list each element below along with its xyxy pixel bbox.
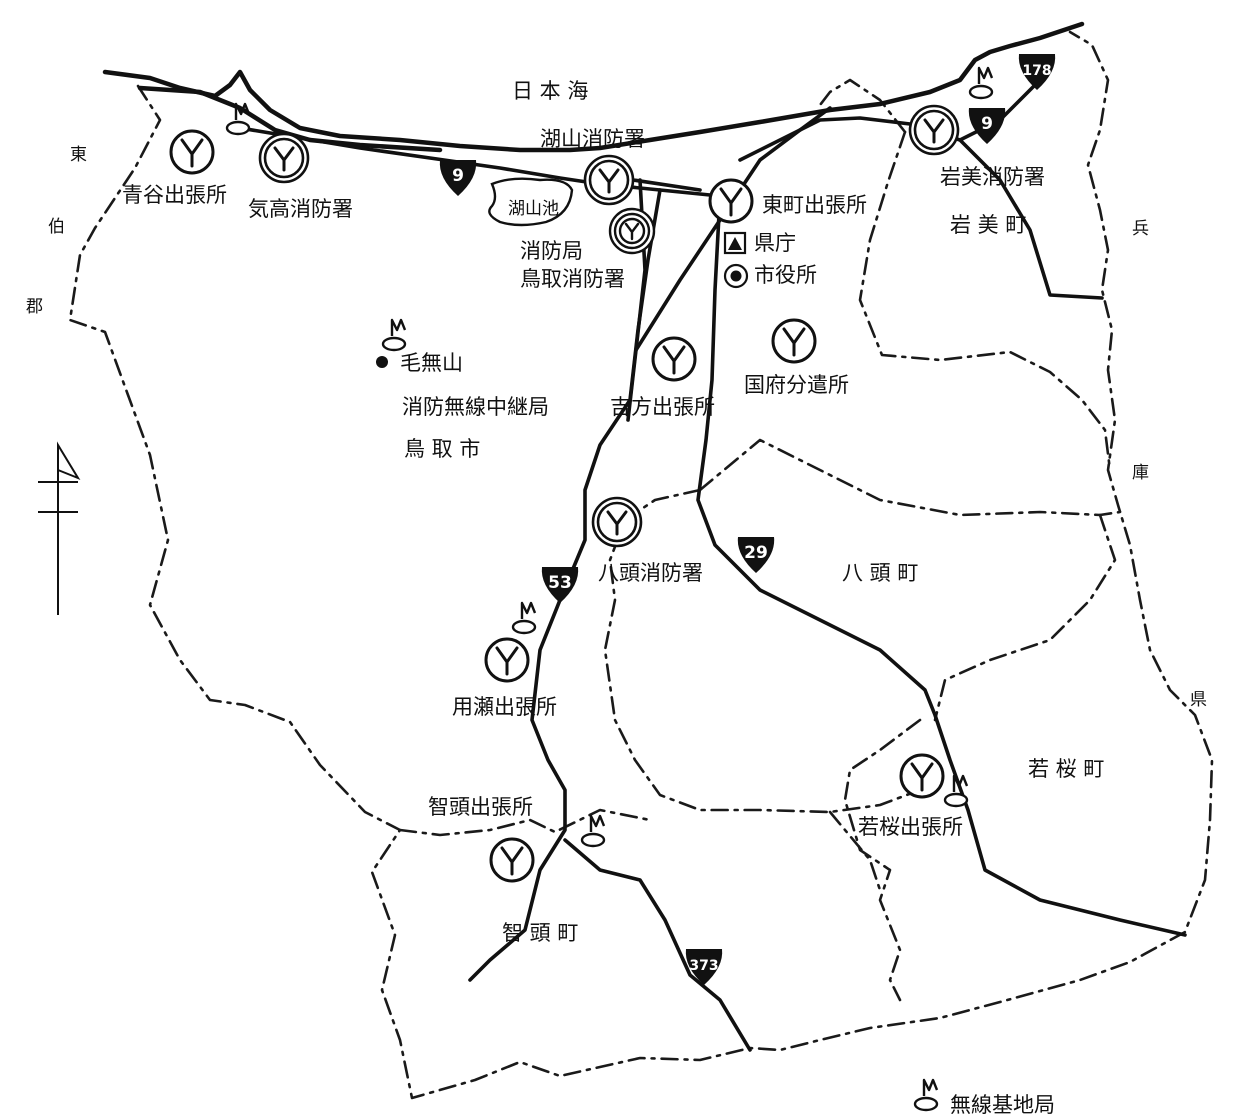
outer-boundary [68,30,1214,1100]
legend-base-station-label: 無線基地局 [950,1093,1055,1117]
route-178-shield: 178 [1018,54,1056,90]
svg-text:9: 9 [981,114,993,134]
iwami-town-label: 岩 美 町 [950,213,1026,237]
aoya-station-icon[interactable] [169,129,215,175]
coastline-segment [137,85,443,153]
kokufu-station-label: 国府分遣所 [744,373,849,397]
ketaka-station-label: 気高消防署 [248,197,353,221]
hq-label-line1: 消防局 [520,239,583,263]
svg-text:178: 178 [1022,63,1051,79]
diagonal-road [634,106,832,352]
radio-base-station-icon [381,318,407,352]
kenaashi-mountain-label: 毛無山 [400,351,463,375]
hq-label-line2: 鳥取消防署 [520,267,625,291]
iwami-station-icon[interactable] [908,104,960,156]
yazu-wakasa-boundary [933,513,1117,722]
triangle-in-square-icon [723,231,747,255]
route-29-shield: 29 [737,537,775,573]
yazu-station-label: 八頭消防署 [598,561,703,585]
route-9-shield: 9 [439,160,477,196]
iwami-yazu-boundary [858,130,1112,472]
mochigase-station-icon[interactable] [484,637,530,683]
route-373-shield: 373 [685,949,723,985]
tohaku-label-1: 東 [70,145,87,165]
koyama-station-label: 湖山消防署 [540,127,645,151]
prefecture-office-label: 県庁 [754,231,796,255]
city-office-label: 市役所 [754,263,817,287]
iwami-station-label: 岩美消防署 [940,165,1045,189]
svg-text:9: 9 [452,166,464,186]
radio-base-station-icon [580,814,606,848]
mochigase-station-label: 用瀬出張所 [452,695,557,719]
wakasa-station-icon[interactable] [899,753,945,799]
higashimachi-station-label: 東町出張所 [762,193,867,217]
tohaku-label-3: 郡 [26,297,43,317]
hyogo-label-1: 兵 [1132,219,1149,239]
chizu-station-icon[interactable] [489,837,535,883]
iwami-coast-boundary [818,78,907,134]
route-53-shield: 53 [541,567,579,603]
yazu-town-label: 八 頭 町 [842,561,918,585]
radio-base-station-icon [968,66,994,100]
city-label: 鳥 取 市 [404,437,480,461]
svg-text:29: 29 [744,543,768,563]
relay-station-label: 消防無線中継局 [402,395,549,419]
koyama-lake [488,177,574,227]
svg-text:373: 373 [689,958,718,974]
coastline [102,21,1085,153]
tohaku-label-2: 伯 [48,217,65,237]
route-9-shield: 9 [968,108,1006,144]
kokufu-station-icon[interactable] [771,318,817,364]
legend-radio-base-station-icon [913,1078,939,1112]
hyogo-label-2: 庫 [1132,463,1149,483]
yoshikata-station-icon[interactable] [651,336,697,382]
chizu-station-label: 智頭出張所 [428,795,533,819]
svg-text:53: 53 [548,573,572,593]
yoshikata-station-label: 吉方出張所 [610,395,715,419]
hyogo-label-3: 県 [1190,690,1207,710]
yazu-station-icon[interactable] [591,496,643,548]
radio-base-station-icon [943,774,969,808]
yazu-north-boundary [698,438,1122,517]
north-arrow-icon [38,441,81,615]
hq-station-icon[interactable] [608,207,656,255]
wakasa-town-label: 若 桜 町 [1028,757,1104,781]
ketaka-station-icon[interactable] [258,132,310,184]
higashimachi-station-icon[interactable] [708,178,754,224]
aoya-station-label: 青谷出張所 [122,183,227,207]
sea-label: 日 本 海 [512,79,588,103]
radio-base-station-icon [225,102,251,136]
route-373-road [563,838,752,1052]
wakasa-station-label: 若桜出張所 [858,815,963,839]
wakasa-west-boundary [843,718,922,1002]
chizu-town-label: 智 頭 町 [502,921,578,945]
route-29-road [696,194,1187,937]
kenaashi-mountain-dot [376,356,388,368]
double-circle-icon [723,263,749,289]
chizu-north-boundary [398,808,652,837]
lake-label: 湖山池 [508,199,559,219]
radio-base-station-icon [511,601,537,635]
koyama-station-icon[interactable] [583,154,635,206]
